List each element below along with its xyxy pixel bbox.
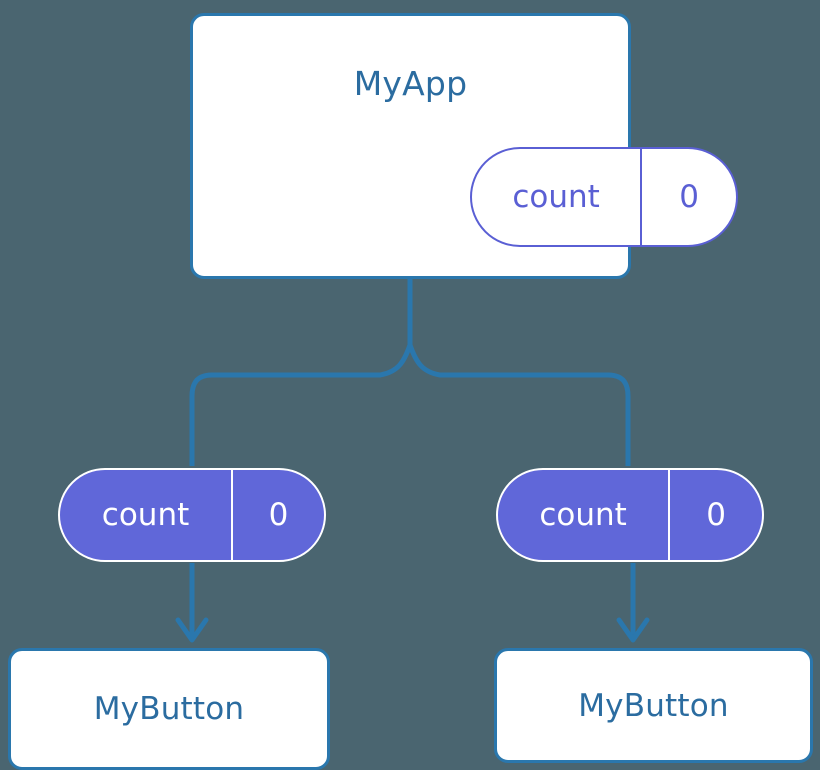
component-title-mybutton-left: MyButton — [93, 691, 245, 727]
connector-split-to-right-props — [407, 344, 631, 466]
arrowhead-left — [175, 617, 209, 643]
props-pill-child-left-key: count — [60, 470, 234, 560]
component-box-myapp[interactable]: MyApp count 0 — [190, 13, 738, 279]
component-box-mybutton-right[interactable]: MyButton — [494, 648, 813, 763]
state-pill-root-key: count — [472, 149, 643, 245]
props-pill-child-right-value: 0 — [706, 497, 726, 533]
props-pill-child-left-value: 0 — [268, 497, 289, 533]
state-pill-root-value: 0 — [679, 179, 699, 215]
props-pill-child-right-key: count — [498, 470, 671, 560]
connector-split-to-left-props — [189, 344, 413, 466]
state-pill-root[interactable]: count 0 — [470, 147, 738, 247]
component-title-myapp: MyApp — [353, 64, 468, 103]
component-box-mybutton-left[interactable]: MyButton — [8, 648, 330, 770]
props-pill-child-left[interactable]: count 0 — [58, 468, 326, 562]
props-pill-child-right[interactable]: count 0 — [496, 468, 764, 562]
arrowhead-right — [616, 617, 650, 643]
component-title-mybutton-right: MyButton — [578, 687, 729, 724]
